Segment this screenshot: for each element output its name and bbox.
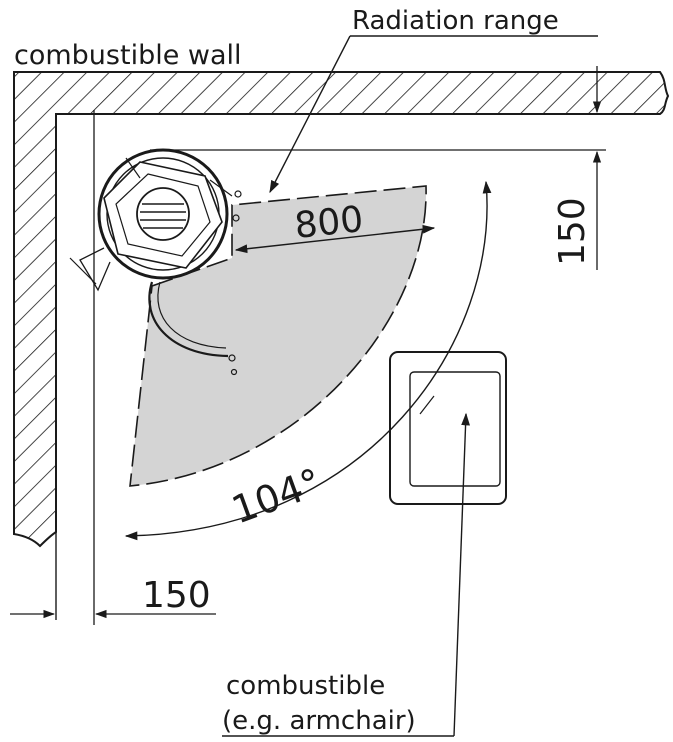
armchair [389,351,507,505]
angle-dimension [124,180,492,541]
wall-label: combustible wall [14,40,242,71]
combustible-label: combustible [226,671,385,701]
wall-gap-left-label: 150 [142,575,211,616]
angle-label: 104° [226,460,327,533]
armchair-leader [222,412,470,737]
reference-lines [93,110,606,625]
armchair-example-label: (e.g. armchair) [222,706,416,736]
radiation-range-label: Radiation range [352,6,559,36]
radiation-range-leader [269,35,598,194]
radius-label: 800 [293,199,366,247]
combustible-wall [13,71,670,620]
wall-gap-top-label: 150 [552,197,593,266]
